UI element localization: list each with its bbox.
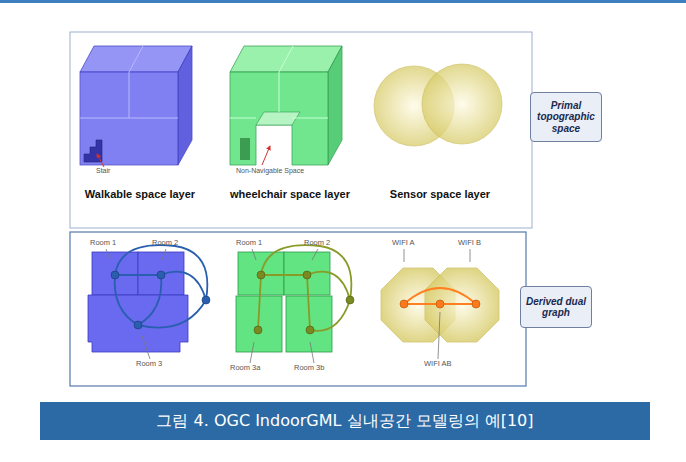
callout-label: Stair	[96, 167, 136, 175]
drawing-part	[80, 118, 178, 119]
dual-panel	[70, 232, 526, 386]
drawing-part	[425, 268, 499, 342]
drawing-part	[422, 64, 502, 144]
drawing-part	[157, 271, 165, 279]
drawing-part	[470, 249, 471, 262]
drawing-part	[134, 321, 142, 329]
drawing-part	[254, 271, 354, 334]
drawing-part	[129, 72, 130, 118]
drawing-part	[258, 245, 351, 331]
walkable-plan	[88, 245, 210, 359]
drawing-part	[230, 46, 342, 72]
wheelchair-plan	[236, 245, 354, 363]
drawing-part	[88, 295, 188, 352]
drawing-part	[111, 271, 119, 279]
drawing-part	[230, 72, 328, 165]
drawing-part	[404, 249, 405, 262]
drawing-part	[400, 300, 480, 308]
wheelchair-block	[230, 46, 342, 165]
drawing-part	[258, 275, 261, 330]
drawing-part	[346, 296, 354, 304]
drawing-part	[129, 46, 143, 72]
sensor-plan	[381, 249, 499, 359]
space-type-box: Primal topographic space	[530, 92, 602, 142]
drawing-part	[80, 46, 192, 72]
sensor-spheres	[374, 64, 502, 146]
callout-label: Room 3a	[230, 364, 274, 373]
drawing-part	[254, 326, 262, 334]
drawing-part	[250, 342, 254, 363]
drawing-part	[162, 249, 166, 260]
drawing-part	[400, 300, 408, 308]
space-type-box: Derived dual graph	[520, 286, 592, 328]
drawing-part	[138, 275, 161, 325]
callout-label: Room 3	[136, 360, 176, 369]
drawing-part	[261, 245, 351, 300]
drawing-part	[440, 303, 476, 305]
drawing-part	[292, 118, 328, 119]
layer-title: Sensor space layer	[382, 188, 498, 201]
drawing-part	[257, 271, 265, 279]
drawing-part	[279, 72, 280, 112]
drawing-part	[312, 249, 318, 260]
callout-label: Non-Navigable Space	[236, 167, 326, 175]
drawing-part	[328, 46, 342, 165]
drawing-part	[115, 274, 161, 276]
drawing-part	[230, 118, 256, 119]
callout-label: WIFI B	[458, 239, 498, 248]
drawing-part	[436, 300, 444, 308]
top-rule	[0, 0, 686, 3]
callout-label: Room 2	[304, 239, 344, 248]
walkable-block	[80, 46, 192, 167]
drawing-part	[404, 303, 440, 305]
callout-label: Room 3b	[294, 364, 338, 373]
drawing-part	[472, 300, 480, 308]
callout-label: Room 1	[90, 239, 130, 248]
drawing-part	[161, 272, 206, 300]
drawing-part	[142, 336, 150, 359]
drawing-part	[307, 275, 310, 330]
drawing-part	[138, 300, 206, 328]
callout-label: Room 2	[152, 239, 192, 248]
drawing-part	[306, 326, 314, 334]
callout-label: Room 1	[236, 239, 276, 248]
drawing-part	[106, 249, 110, 260]
drawing-part	[438, 312, 440, 359]
drawing-part	[303, 271, 311, 279]
drawing-part	[261, 274, 307, 276]
primal-panel	[70, 32, 532, 228]
drawing-part	[178, 46, 192, 165]
drawing-part	[115, 275, 138, 325]
box-label: Primal topographic space	[534, 100, 598, 135]
drawing-part	[80, 72, 178, 165]
callout-label: WIFI AB	[424, 360, 468, 369]
drawing-part	[310, 342, 314, 363]
drawing-part	[262, 146, 270, 165]
drawing-part	[240, 138, 250, 160]
layer-title: wheelchair space layer	[228, 188, 352, 201]
drawing-part	[252, 249, 256, 260]
drawing-part	[115, 245, 207, 300]
box-label: Derived dual graph	[524, 296, 588, 319]
drawing-part	[97, 154, 104, 167]
drawing-part	[279, 46, 293, 72]
layer-title: Walkable space layer	[82, 188, 198, 201]
callout-label: WIFI A	[392, 239, 432, 248]
drawing-part	[115, 245, 208, 327]
drawing-part	[307, 272, 350, 300]
figure-caption: 그림 4. OGC IndoorGML 실내공간 모델링의 예[10]	[40, 402, 650, 440]
drawing-part	[111, 271, 210, 329]
drawing-part	[310, 300, 350, 331]
drawing-part	[202, 296, 210, 304]
